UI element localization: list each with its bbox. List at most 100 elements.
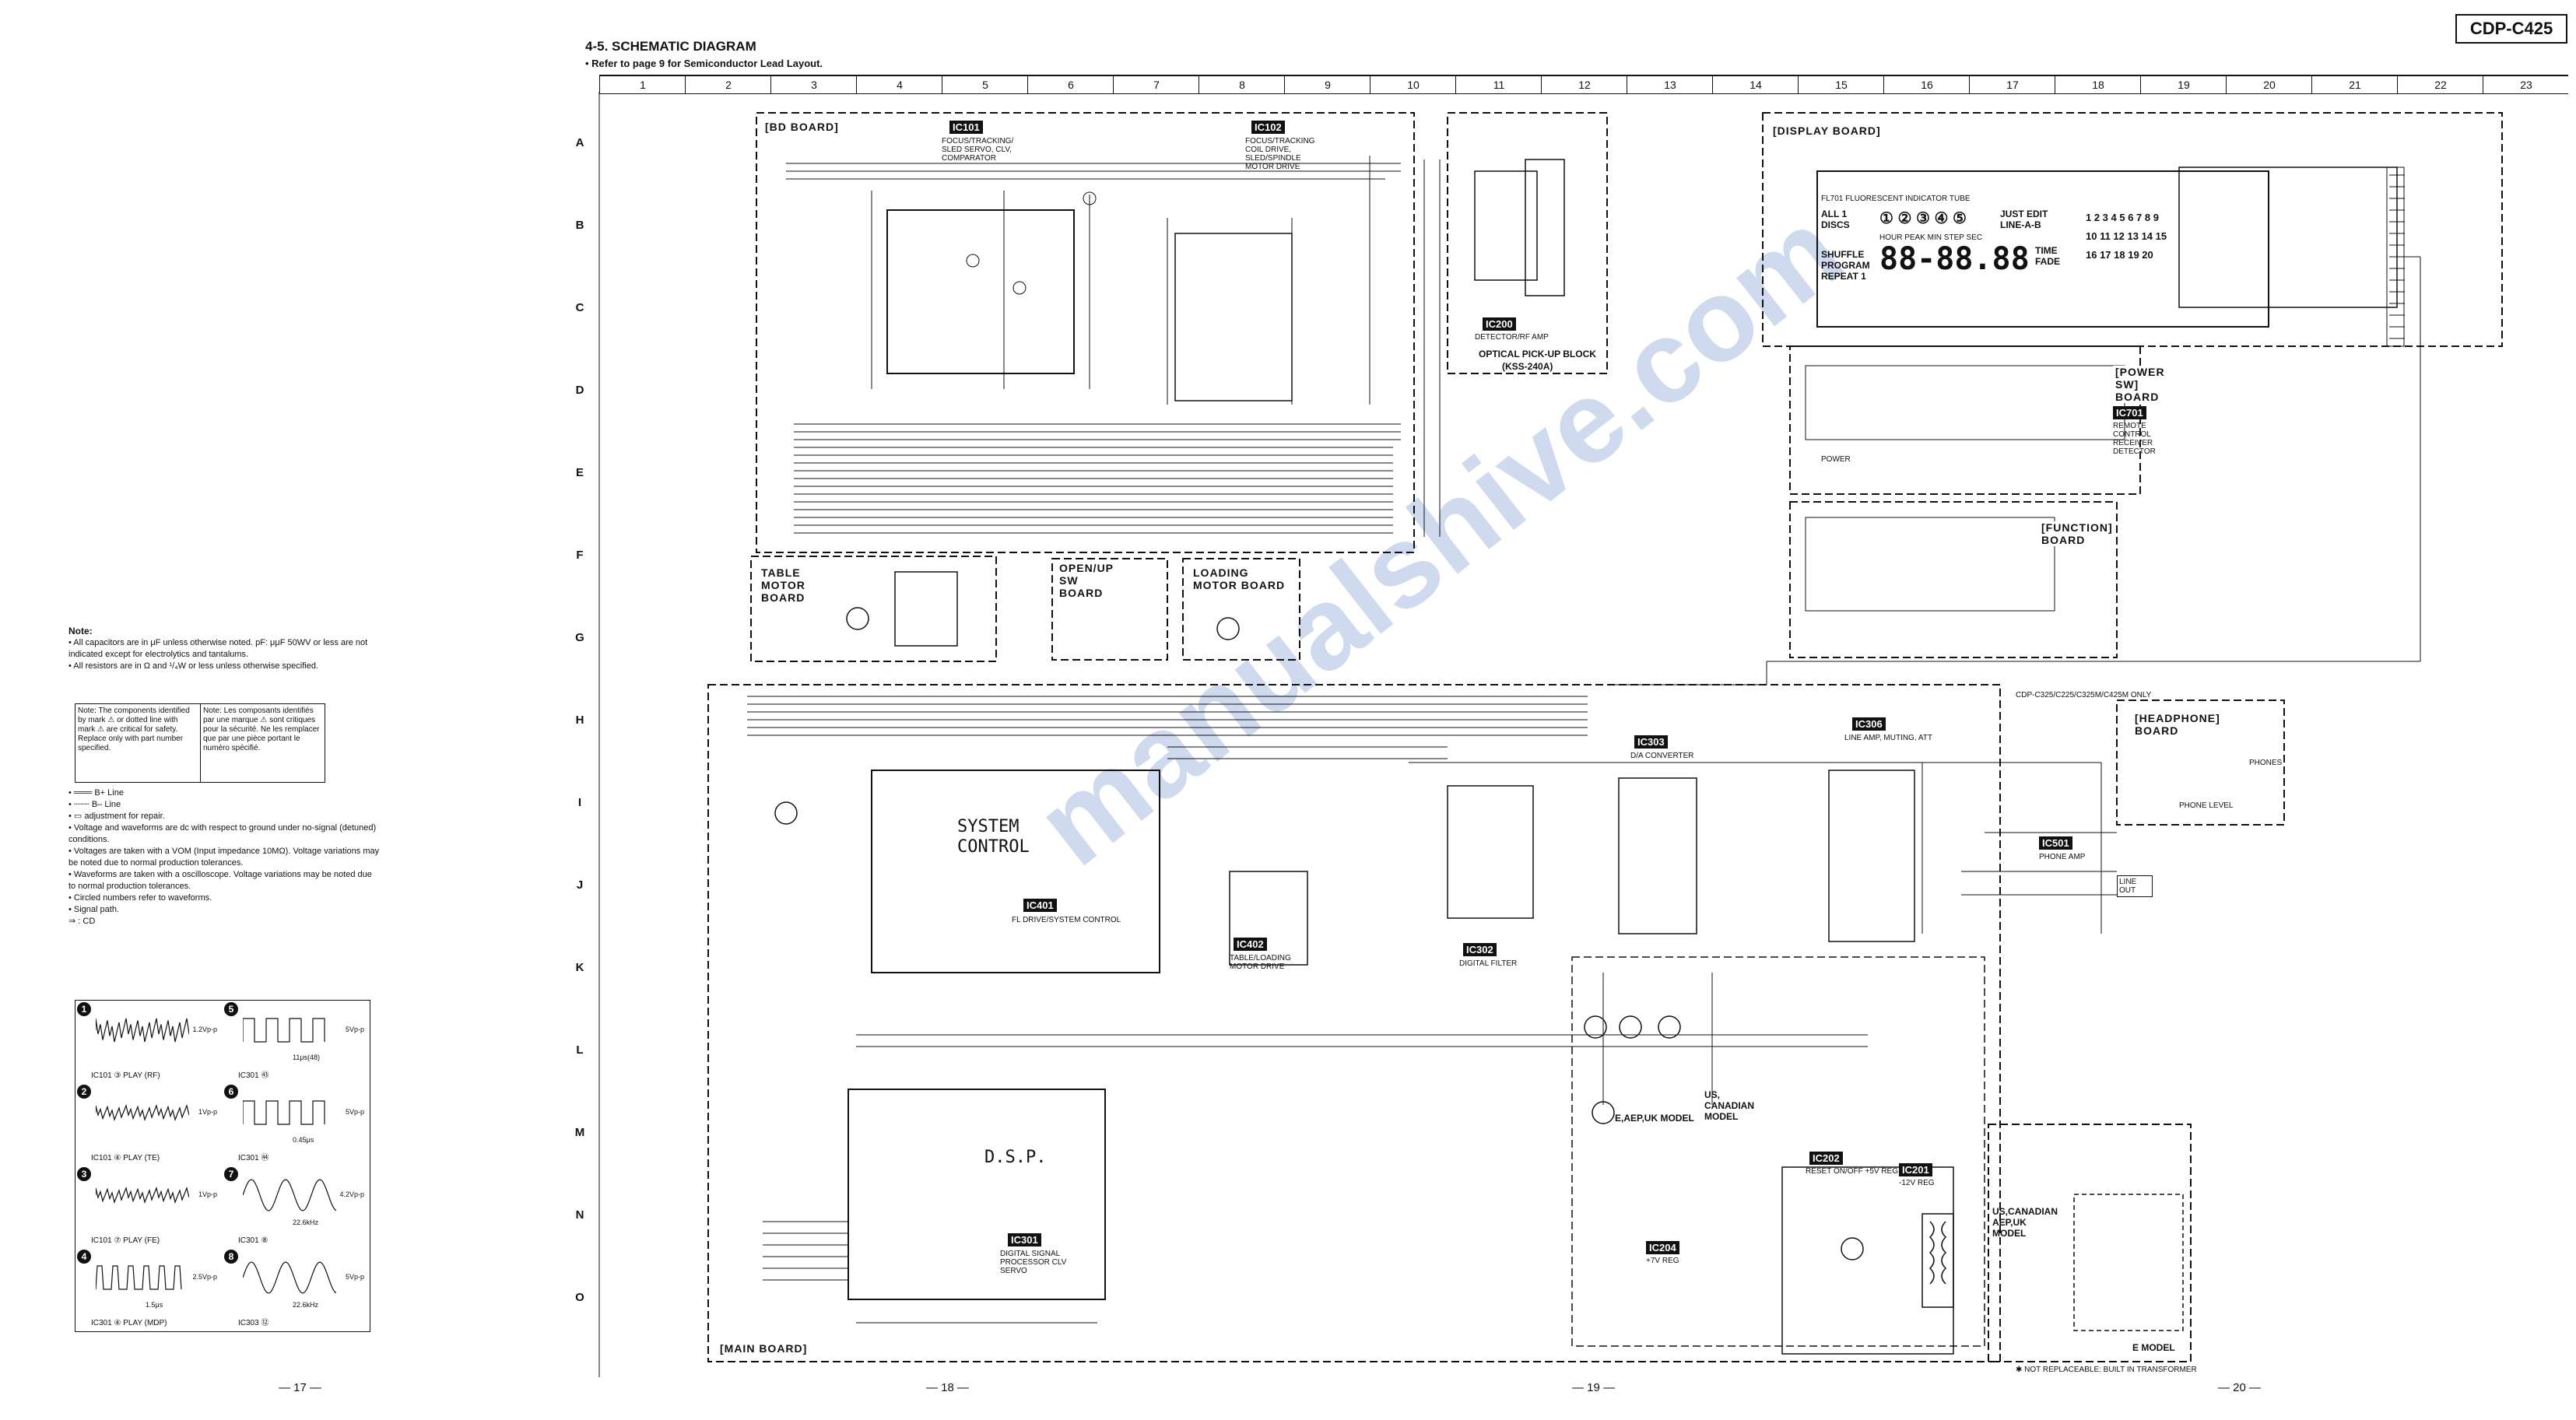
ic401-desc: FL DRIVE/SYSTEM CONTROL <box>1012 916 1121 924</box>
ic200-label: IC200 <box>1483 317 1516 331</box>
waveform-level: 5Vp-p <box>345 1108 364 1116</box>
legend-line: • ═══ B+ Line <box>68 788 124 798</box>
optical-pickup-model: (KSS-240A) <box>1502 361 1553 372</box>
legend-line: • Voltage and waveforms are dc with resp… <box>68 823 377 844</box>
ic402-desc: TABLE/LOADING MOTOR DRIVE <box>1230 954 1291 971</box>
column-label: 17 <box>1969 76 2055 93</box>
column-label: 5 <box>942 76 1028 93</box>
notes: Note: • All capacitors are in μF unless … <box>68 626 380 672</box>
ic204-tag: IC204 <box>1646 1241 1679 1255</box>
legend-line: • Signal path. <box>68 905 120 914</box>
ic200-tag: IC200 <box>1483 317 1516 331</box>
phone-level-label: PHONE LEVEL <box>2179 801 2234 810</box>
open-up-label: OPEN/UP SW BOARD <box>1057 562 1124 599</box>
legend: • ═══ B+ Line• ┄┄┄ B– Line• ▭ adjustment… <box>68 787 380 927</box>
disc-numbers: ① ② ③ ④ ⑤ <box>1879 210 1967 227</box>
legend-line: • Voltages are taken with a VOM (Input i… <box>68 847 380 868</box>
ic202-tag: IC202 <box>1809 1152 1843 1166</box>
column-label: 9 <box>1284 76 1370 93</box>
waveform-trace <box>243 1261 336 1294</box>
waveform-number: 4 <box>77 1250 91 1264</box>
ic701-tag: IC701 <box>2113 406 2146 420</box>
ic701-desc: REMOTE CONTROL RECEIVER DETECTOR <box>2113 422 2156 456</box>
page-number-19: — 19 — <box>1572 1381 1616 1394</box>
display-shuffle: SHUFFLE PROGRAM REPEAT 1 <box>1821 249 1870 282</box>
row-label: H <box>575 714 584 727</box>
function-board-label: [FUNCTION] BOARD <box>2039 521 2112 546</box>
ic102-tag: IC102 <box>1251 121 1285 135</box>
waveform-trace <box>96 1265 182 1290</box>
headphone-board-label: [HEADPHONE] BOARD <box>2132 712 2220 737</box>
ic301-desc: DIGITAL SIGNAL PROCESSOR CLV SERVO <box>1000 1250 1067 1275</box>
ic201-tag: IC201 <box>1899 1163 1932 1177</box>
display-discs: ALL 1 DISCS <box>1821 209 1850 230</box>
column-label: 13 <box>1627 76 1713 93</box>
subtitle: • Refer to page 9 for Semiconductor Lead… <box>585 58 823 69</box>
display-digits: 88-88.88 <box>1879 241 2030 277</box>
system-control-label: SYSTEM CONTROL <box>957 817 1030 857</box>
ic202-desc: RESET ON/OFF +5V REG <box>1806 1167 1899 1176</box>
row-label: K <box>575 961 584 974</box>
column-label: 6 <box>1027 76 1114 93</box>
model-number: CDP-C425 <box>2455 14 2567 44</box>
column-label: 2 <box>685 76 771 93</box>
column-label: 14 <box>1712 76 1799 93</box>
waveform-level: 2.5Vp-p <box>192 1273 217 1281</box>
column-label: 3 <box>770 76 857 93</box>
column-label: 18 <box>2055 76 2141 93</box>
waveform-trace <box>243 1100 325 1125</box>
display-hour: HOUR PEAK MIN STEP SEC <box>1879 233 1983 242</box>
waveform-period: 0.45μs <box>293 1136 314 1144</box>
column-label: 4 <box>856 76 942 93</box>
ic501-desc: PHONE AMP <box>2039 853 2086 861</box>
ic303-desc: D/A CONVERTER <box>1630 752 1694 760</box>
ic101-desc: FOCUS/TRACKING/ SLED SERVO, CLV, COMPARA… <box>942 137 1014 163</box>
optical-pickup-label: OPTICAL PICK-UP BLOCK <box>1479 349 1596 359</box>
waveform-number: 5 <box>224 1002 238 1016</box>
ic302-tag: IC302 <box>1463 943 1497 957</box>
waveform-period: 1.5μs <box>146 1301 163 1309</box>
legend-line: • ┄┄┄ B– Line <box>68 800 121 809</box>
waveform-trace <box>96 1187 189 1204</box>
us-canadian-model: US, CANADIAN MODEL <box>1704 1089 1754 1122</box>
column-label: 19 <box>2140 76 2227 93</box>
waveform-trace <box>243 1018 325 1043</box>
bd-board-outline <box>756 112 1415 553</box>
power-label: POWER <box>1821 455 1851 464</box>
ic204-label: IC204 <box>1646 1241 1679 1254</box>
waveform-caption: IC101 ④ PLAY (TE) <box>91 1154 160 1162</box>
ic701-label: IC701 <box>2113 406 2146 419</box>
ic303-label: IC303 <box>1634 735 1668 749</box>
ic306-desc: LINE AMP, MUTING, ATT <box>1844 734 1932 742</box>
ic301-label: IC301 <box>1008 1233 1041 1246</box>
page-number-20: — 20 — <box>2218 1381 2262 1394</box>
waveform-number: 7 <box>224 1167 238 1181</box>
waveform-number: 3 <box>77 1167 91 1181</box>
page-number-18: — 18 — <box>926 1381 970 1394</box>
ic102-label: IC102 <box>1251 121 1285 134</box>
row-label: M <box>574 1126 585 1139</box>
bd-board-label: [BD BOARD] <box>763 121 841 133</box>
waveform-trace <box>96 1018 189 1043</box>
ic402-label: IC402 <box>1234 938 1267 951</box>
waveform-caption: IC303 ⑫ <box>238 1319 269 1327</box>
waveform-number: 1 <box>77 1002 91 1016</box>
ic401-label: IC401 <box>1023 899 1057 912</box>
row-label: I <box>577 796 582 809</box>
waveform-period: 11μs(48) <box>293 1054 321 1061</box>
ic101-label: IC101 <box>949 121 983 134</box>
waveform-period: 22.6kHz <box>293 1301 319 1309</box>
main-board-label: [MAIN BOARD] <box>718 1342 810 1355</box>
row-label: L <box>576 1043 584 1057</box>
e-aep-uk-model: E,AEP,UK MODEL <box>1615 1113 1694 1124</box>
note-resistors: • All resistors are in Ω and ¹/₄W or les… <box>68 661 319 671</box>
